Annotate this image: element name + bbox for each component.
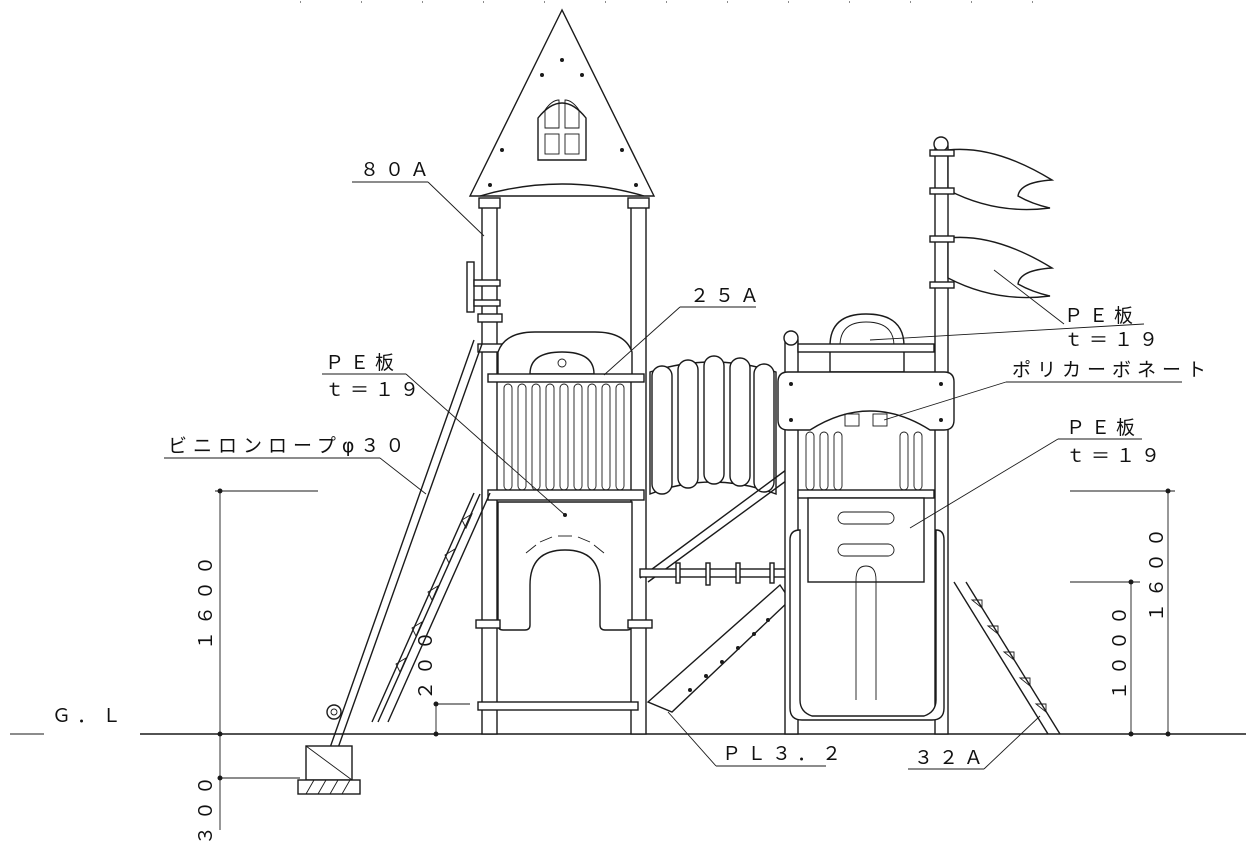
right-ladder bbox=[953, 581, 1061, 735]
callout-polycarbonate: ポリカーボネート bbox=[883, 359, 1212, 421]
bottom-step-bar bbox=[477, 701, 639, 711]
slide bbox=[789, 529, 945, 721]
right-dimension-group: １６００ １０００ bbox=[1070, 488, 1175, 737]
lower-panel bbox=[497, 501, 633, 631]
pe-thickness-right-top-label: ｔ＝１９ bbox=[1064, 329, 1164, 351]
pe-thickness-left-label: ｔ＝１９ bbox=[325, 379, 425, 401]
left-tower bbox=[466, 8, 656, 735]
plate-stairs bbox=[646, 583, 791, 713]
upper-bars bbox=[503, 383, 625, 491]
right-platform-height-dimension: １０００ bbox=[1109, 600, 1131, 700]
callout-vinyl-rope: ビニロンロープφ３０ bbox=[164, 435, 427, 495]
pe-thickness-right-label: ｔ＝１９ bbox=[1066, 445, 1166, 467]
upper-rail bbox=[487, 373, 645, 383]
callout-pe-board-right: ＰＥ板 ｔ＝１９ bbox=[909, 417, 1166, 529]
lower-flag bbox=[947, 236, 1055, 299]
upper-flag bbox=[947, 148, 1055, 211]
left-dimension-group: １６００ ２００ ３００ bbox=[195, 488, 470, 845]
pe-board-right-top-label: ＰＥ板 bbox=[1064, 305, 1139, 327]
right-pe-board bbox=[807, 497, 925, 583]
bridge bbox=[649, 355, 777, 496]
pipe-25a-label: ２５Ａ bbox=[690, 285, 765, 307]
callout-pe-board-left: ＰＥ板 ｔ＝１９ bbox=[322, 352, 566, 516]
foundation-depth-dimension: ３００ bbox=[195, 770, 217, 845]
callout-pe-board-right-top: ＰＥ板 ｔ＝１９ bbox=[869, 269, 1164, 351]
pe-board-right-label: ＰＥ板 bbox=[1066, 417, 1141, 439]
plate-label: ＰＬ３．２ bbox=[722, 743, 847, 765]
callout-32a: ３２Ａ bbox=[908, 715, 1041, 770]
polycarbonate-label: ポリカーボネート bbox=[1012, 359, 1212, 381]
foundation-block bbox=[297, 745, 361, 795]
vinyl-rope-label: ビニロンロープφ３０ bbox=[168, 435, 410, 457]
polycarbonate-panel bbox=[777, 371, 955, 431]
right-total-height-dimension: １６００ bbox=[1146, 522, 1168, 622]
upper-deck bbox=[487, 489, 645, 501]
middle-horizontal-bar bbox=[639, 568, 791, 578]
right-deck bbox=[797, 489, 935, 499]
callout-plate: ＰＬ３．２ bbox=[667, 711, 847, 767]
callout-25a: ２５Ａ bbox=[603, 285, 765, 376]
pipe-32a-label: ３２Ａ bbox=[914, 747, 989, 769]
pe-board-left-label: ＰＥ板 bbox=[325, 352, 400, 374]
ground-level-label: Ｇ．Ｌ bbox=[52, 705, 127, 727]
right-tower bbox=[777, 136, 1055, 735]
left-height-dimension: １６００ bbox=[195, 550, 217, 650]
left-post-rear bbox=[630, 203, 647, 735]
vinyl-rope bbox=[319, 339, 483, 777]
left-ladder bbox=[371, 492, 491, 723]
pipe-80a-label: ８０Ａ bbox=[360, 159, 435, 181]
callout-80a: ８０Ａ bbox=[352, 159, 485, 237]
step-height-dimension: ２００ bbox=[415, 625, 437, 700]
